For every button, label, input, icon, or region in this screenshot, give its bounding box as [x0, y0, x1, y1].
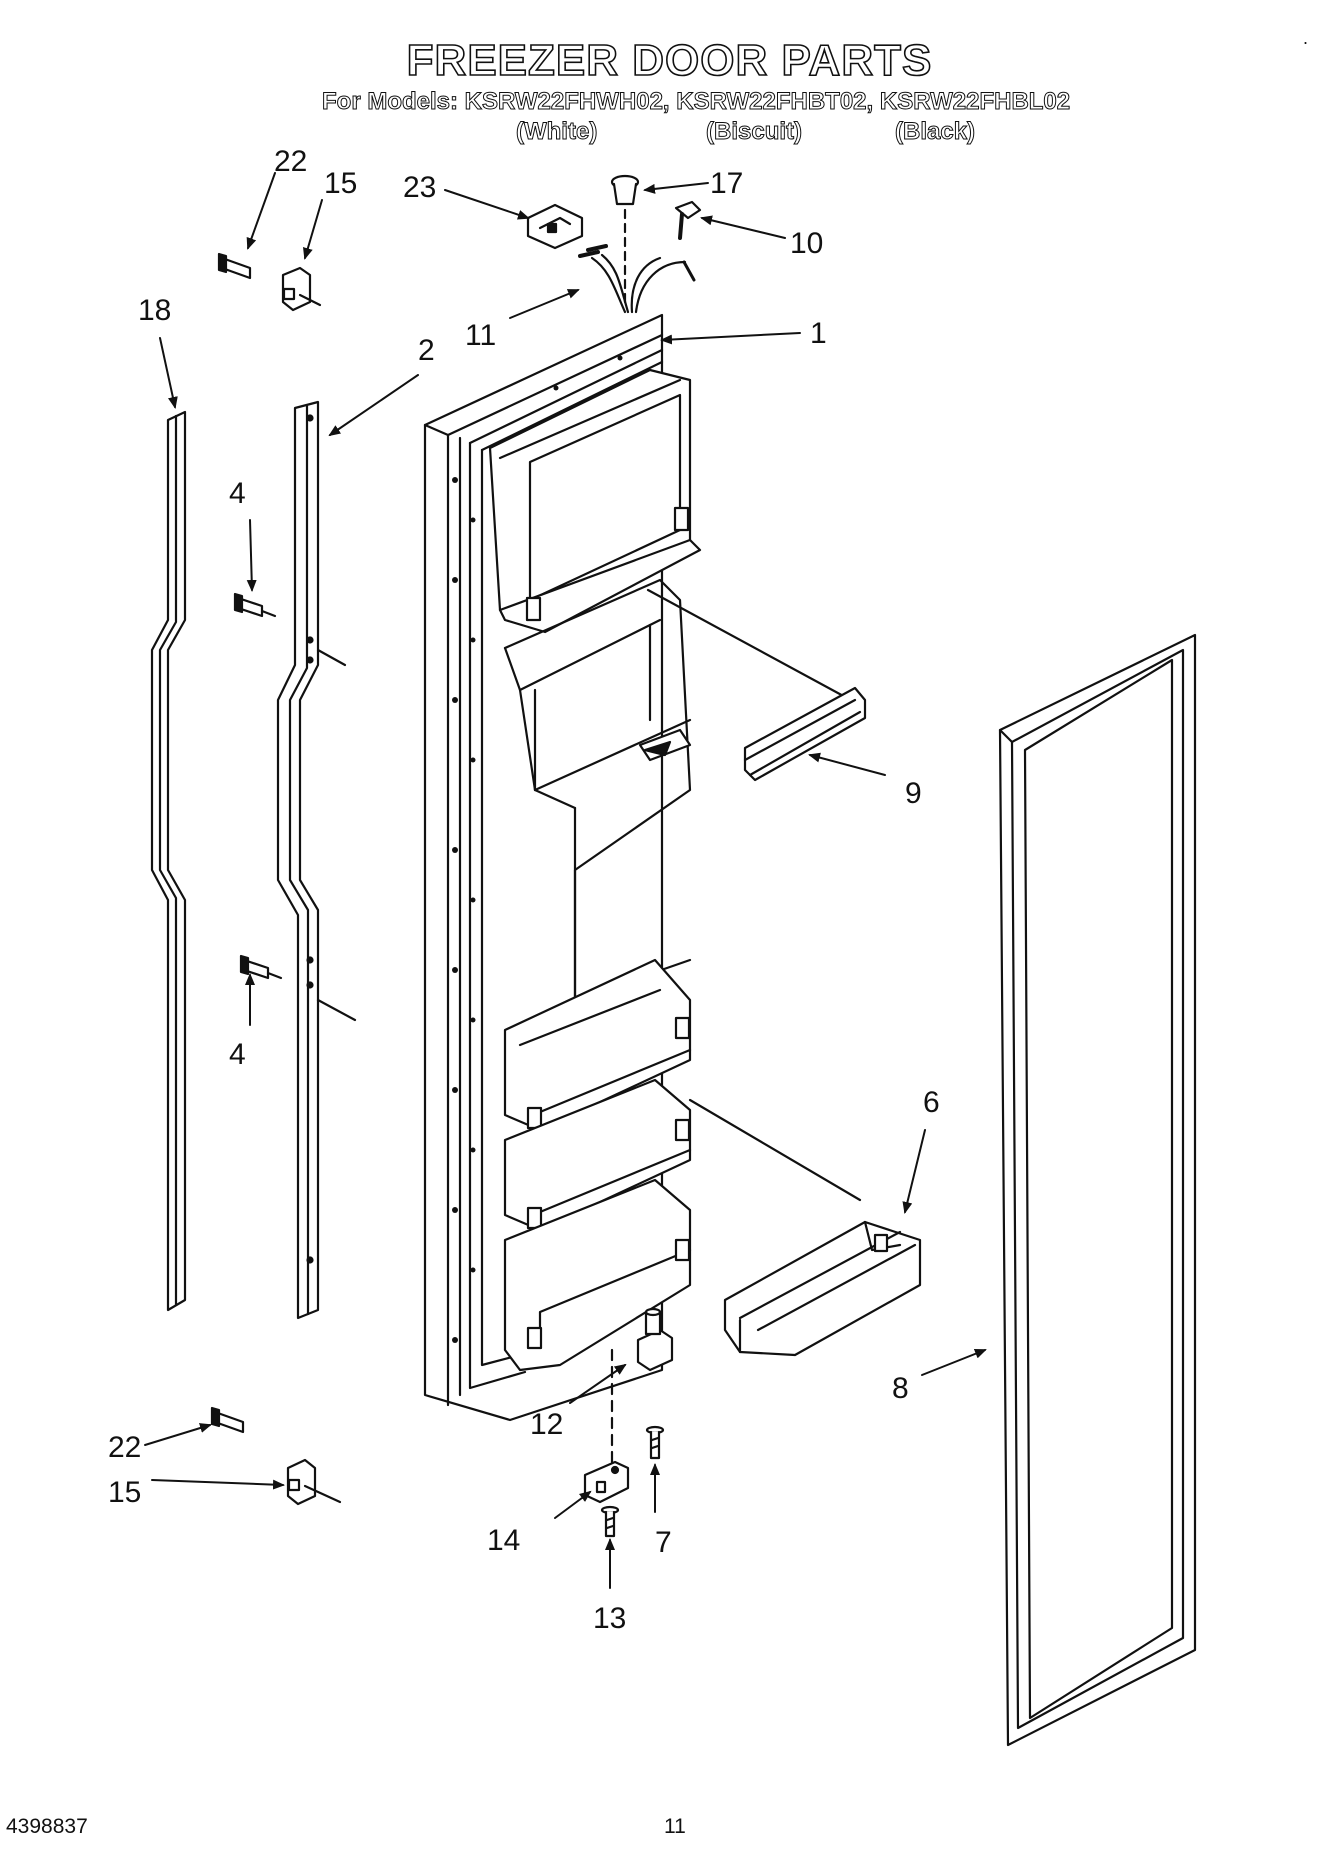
callout-23: 23 [403, 171, 436, 204]
wire-harness-part-11 [578, 244, 696, 314]
strap-part-2 [276, 400, 357, 1320]
callout-7: 7 [655, 1526, 672, 1559]
door-panel-part-1 [423, 313, 702, 1422]
callout-1: 1 [810, 317, 827, 350]
page-number: 11 [664, 1815, 686, 1838]
diagram-title: FREEZER DOOR PARTS [406, 35, 933, 86]
callout-15-bottom: 15 [108, 1476, 141, 1509]
color-white-label: (White) [515, 118, 598, 146]
corner-mark: . [1303, 28, 1309, 48]
callout-11: 11 [465, 319, 496, 352]
callout-12: 12 [530, 1408, 563, 1441]
bracket-part-14 [583, 1460, 630, 1504]
color-black-label: (Black) [894, 118, 976, 146]
callout-4-lower: 4 [229, 1038, 246, 1071]
hinge-part-15-bottom [286, 1458, 342, 1506]
callout-10: 10 [790, 227, 823, 260]
callout-17: 17 [710, 167, 743, 200]
screw-part-4-upper [233, 592, 277, 618]
callout-8: 8 [892, 1372, 909, 1405]
callout-13: 13 [593, 1602, 626, 1635]
hinge-pin-part-12 [610, 1307, 674, 1467]
connector-part-23 [526, 203, 584, 250]
callout-18: 18 [138, 294, 171, 327]
callout-9: 9 [905, 777, 922, 810]
hinge-part-15-top [281, 266, 322, 312]
screw-part-13 [600, 1505, 620, 1538]
screw-part-7 [645, 1425, 665, 1460]
screw-part-22-bottom [210, 1406, 245, 1434]
callout-22-bottom: 22 [108, 1431, 141, 1464]
callout-22-top: 22 [274, 145, 307, 178]
screw-holes [452, 355, 623, 1343]
models-line: For Models: KSRW22FHWH02, KSRW22FHBT02, … [321, 88, 1071, 116]
screw-part-22-top [217, 252, 252, 280]
screw-part-4-lower [239, 954, 283, 980]
callout-2: 2 [418, 334, 435, 367]
gasket-part-8 [998, 633, 1197, 1747]
color-biscuit-label: (Biscuit) [706, 118, 803, 146]
document-number: 4398837 [6, 1815, 88, 1838]
callout-14: 14 [487, 1524, 520, 1557]
rail-part-9 [743, 686, 867, 782]
callout-6: 6 [923, 1086, 940, 1119]
screw-part-10 [674, 200, 702, 240]
callout-arrows [144, 172, 987, 1589]
leader-to-6 [688, 1098, 862, 1202]
callout-15-top: 15 [324, 167, 357, 200]
trim-strip-part-18 [150, 410, 187, 1312]
leader-to-9 [646, 588, 862, 707]
door-bin-part-6 [723, 1220, 922, 1357]
plug-part-17 [610, 174, 640, 307]
callout-4-upper: 4 [229, 477, 246, 510]
